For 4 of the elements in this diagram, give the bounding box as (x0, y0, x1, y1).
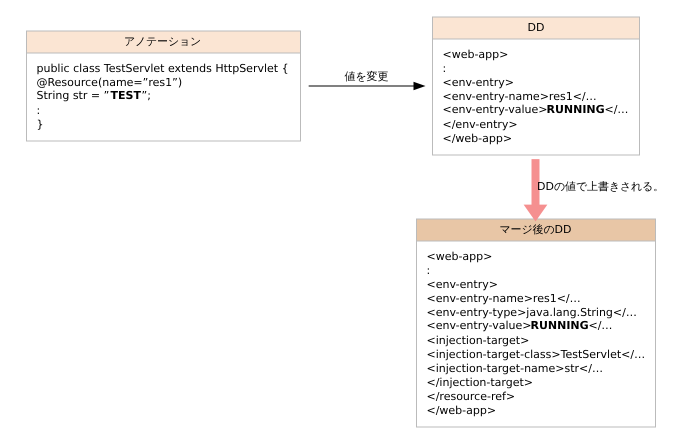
arrow (308, 81, 426, 90)
arrow (524, 158, 548, 222)
edge-label: 値を変更 (344, 69, 388, 82)
edge-label: DDの値で上書きされる。 (537, 179, 664, 192)
